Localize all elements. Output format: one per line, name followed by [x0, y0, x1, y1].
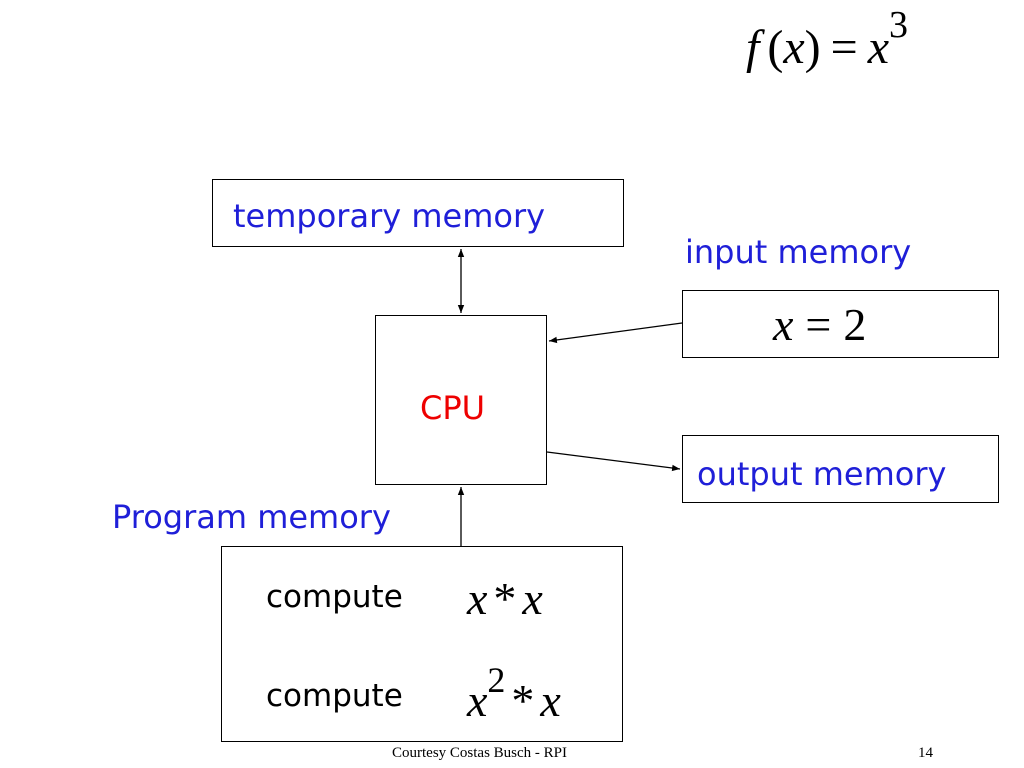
- formula-base: x: [867, 21, 890, 74]
- input-memory-label: input memory: [685, 233, 912, 271]
- program-instruction-1: compute x*x: [222, 547, 622, 637]
- output-memory-box: output memory: [682, 435, 999, 503]
- function-formula: f(x)=x3: [746, 4, 908, 81]
- instruction-2-expression: x2*x: [467, 660, 561, 732]
- instruction-1-keyword: compute: [266, 579, 403, 615]
- output-memory-label: output memory: [697, 455, 947, 493]
- formula-left-paren: (: [767, 21, 784, 74]
- formula-variable: x: [783, 21, 805, 74]
- instruction-2-right: x: [540, 675, 561, 726]
- instruction-2-left: x: [467, 675, 488, 726]
- program-instruction-2: compute x2*x: [222, 637, 622, 743]
- formula-function-name: f: [746, 21, 760, 74]
- formula-equals: =: [830, 21, 858, 74]
- input-variable: x: [773, 299, 794, 350]
- instruction-2-exponent: 2: [487, 660, 506, 700]
- cpu-to-output-arrow: [546, 451, 681, 472]
- input-memory-box: x=2: [682, 290, 999, 358]
- input-value: 2: [843, 299, 867, 350]
- page-number: 14: [918, 745, 933, 761]
- formula-right-paren: ): [804, 21, 821, 74]
- temporary-memory-box: temporary memory: [212, 179, 624, 247]
- input-to-cpu-arrow: [548, 322, 683, 344]
- footer-credit: Courtesy Costas Busch - RPI: [392, 745, 568, 761]
- instruction-1-right: x: [522, 573, 543, 624]
- instruction-2-keyword: compute: [266, 678, 403, 714]
- instruction-1-expression: x*x: [467, 571, 543, 627]
- cpu-label: CPU: [420, 389, 486, 427]
- input-value-expression: x=2: [773, 297, 866, 353]
- formula-exponent: 3: [889, 4, 909, 46]
- instruction-1-left: x: [467, 573, 488, 624]
- instruction-2-operator: *: [511, 675, 535, 726]
- program-memory-box: compute x*x compute x2*x: [221, 546, 623, 742]
- instruction-1-operator: *: [493, 573, 517, 624]
- program-memory-label: Program memory: [112, 498, 391, 536]
- input-equals: =: [805, 299, 832, 350]
- cpu-box: CPU: [375, 315, 547, 485]
- temporary-memory-label: temporary memory: [233, 197, 546, 235]
